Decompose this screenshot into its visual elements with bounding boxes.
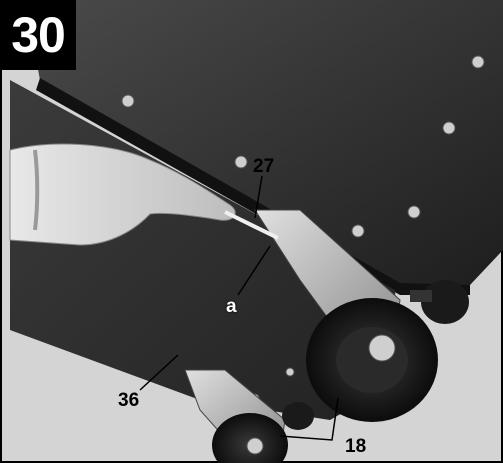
cabinet-top [25,0,503,285]
bracelet [33,149,40,231]
leader-lines [139,175,339,441]
bolts [121,55,485,403]
callout-a: a [226,296,237,317]
hand [9,143,236,246]
caster-wheel-lower [212,413,288,463]
brake-knob-lower [282,402,314,430]
brake-knob-upper [421,280,469,324]
tool [224,210,279,240]
callout-18: 18 [345,436,367,457]
callout-36: 36 [118,390,140,411]
callout-27: 27 [253,156,275,177]
step-number-badge: 30 [0,0,76,70]
